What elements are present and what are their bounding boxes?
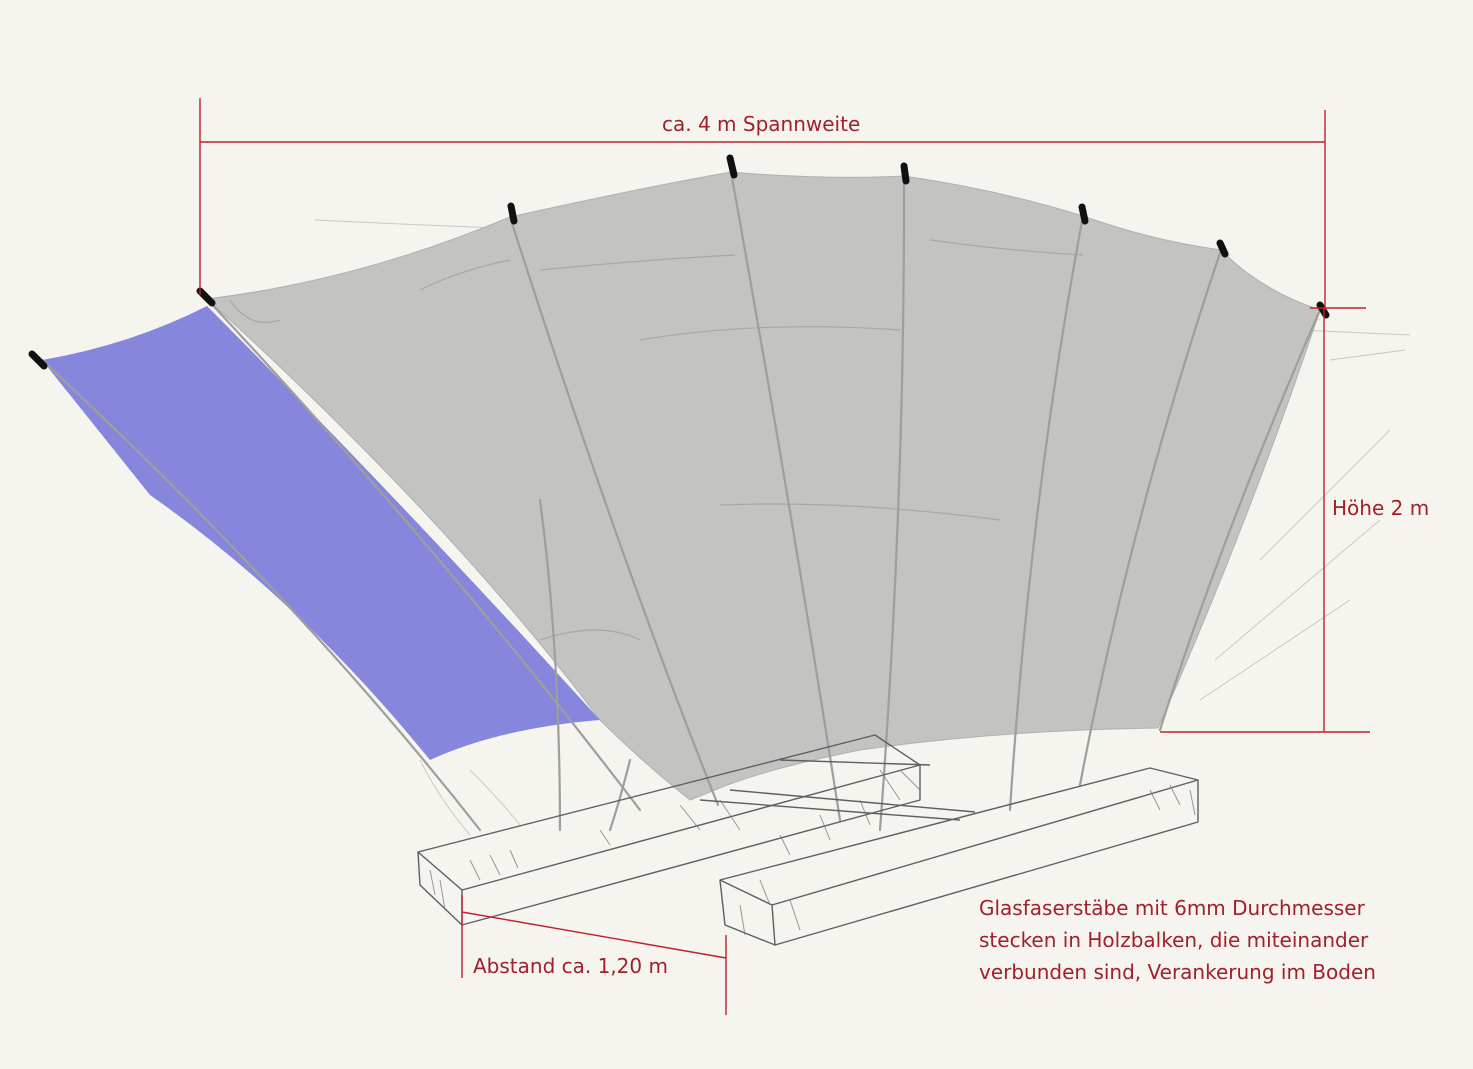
rod-tip-icon <box>900 162 910 185</box>
distance-dimension-line <box>461 911 727 959</box>
span-label: ca. 4 m Spannweite <box>662 112 861 136</box>
beam-shading <box>429 769 1196 936</box>
rod-tip-icon <box>28 350 48 370</box>
note-line: stecken in Holzbalken, die miteinander <box>979 928 1369 952</box>
rod-tip-icon <box>726 154 738 179</box>
rod-tip-icon <box>1078 203 1089 225</box>
rod-tip-icon <box>1316 301 1330 319</box>
rod-tip-icon <box>196 287 216 307</box>
note-line: Glasfaserstäbe mit 6mm Durchmesser <box>979 896 1365 920</box>
membrane-blue <box>42 306 600 760</box>
fiberglass-rods <box>40 170 1322 832</box>
dimension-lines <box>199 98 1370 1015</box>
rod-tip-icon <box>1216 239 1229 258</box>
membrane-seams <box>229 239 1084 641</box>
construction-note: Glasfaserstäbe mit 6mm Durchmesser steck… <box>979 892 1376 988</box>
note-line: verbunden sind, Verankerung im Boden <box>979 960 1376 984</box>
rod-tips <box>28 154 1330 370</box>
rod-tip-icon <box>507 202 518 225</box>
height-label: Höhe 2 m <box>1332 496 1430 520</box>
distance-label: Abstand ca. 1,20 m <box>473 954 668 978</box>
wooden-beams <box>417 734 1199 946</box>
